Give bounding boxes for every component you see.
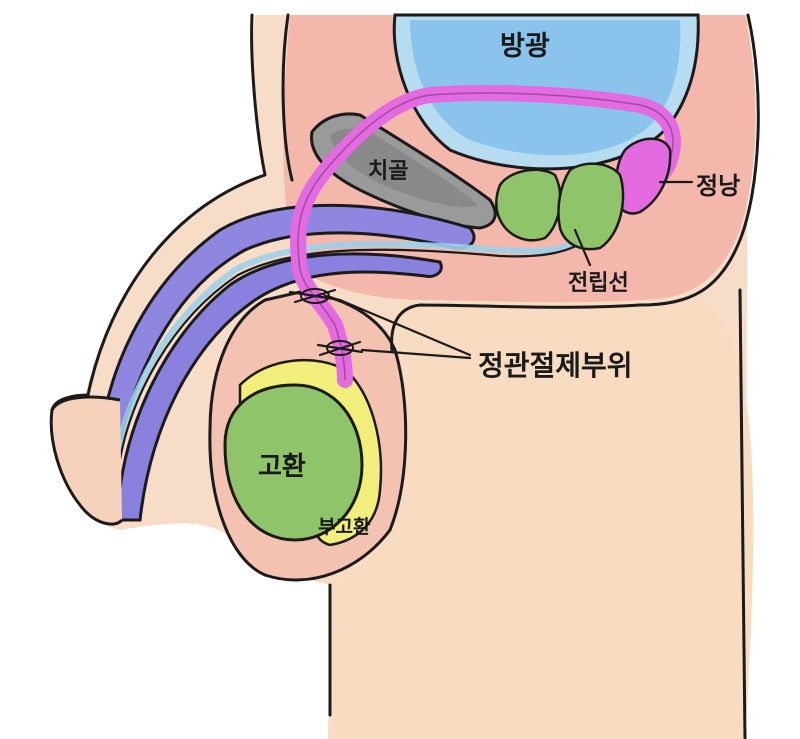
- lower-abdomen-skin: [330, 295, 754, 739]
- prostate-leader: [573, 228, 592, 267]
- abdomen-front-outline: [390, 303, 642, 352]
- penile-shaft-lower: [116, 252, 443, 522]
- penile-shaft-outer: [98, 203, 476, 442]
- testis-shape: [223, 383, 364, 542]
- seminal-vesicle-label: 정낭: [696, 172, 740, 200]
- pubic-bone-label: 치골: [368, 159, 408, 184]
- vasectomy-pointer-upper: [338, 298, 472, 357]
- pubic-bone-inner: [330, 128, 478, 208]
- prostate-label: 전립선: [568, 271, 629, 296]
- bladder-label: 방광: [500, 31, 550, 62]
- vasectomy-mark-lower: [316, 340, 364, 357]
- vasectomy-pointer-lower: [360, 348, 472, 360]
- body-outline-right: [638, 13, 760, 307]
- vasectomy-site-label: 정관절제부위: [478, 349, 633, 382]
- leg-outline: [738, 288, 747, 739]
- testis-label: 고환: [258, 452, 306, 482]
- glans: [49, 395, 124, 526]
- body-outline-left: [86, 13, 267, 397]
- body-outline-inner: [281, 13, 294, 182]
- vasectomy-mark-upper: [288, 288, 342, 304]
- prostate-lobe-right: [557, 162, 625, 251]
- epididymis-label: 부고환: [318, 516, 371, 538]
- glans-outline: [50, 393, 90, 412]
- prostate-lobe-left: [495, 168, 562, 242]
